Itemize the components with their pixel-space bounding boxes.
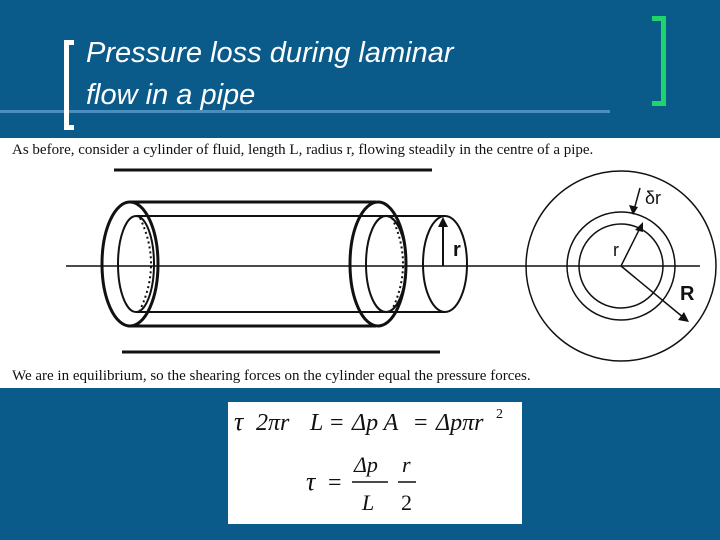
delta-r-arrowhead: [629, 205, 638, 215]
equation-box: τ 2πr L = Δp A = Δpπr 2 τ = Δp L r 2: [228, 402, 522, 524]
right-dotted-arc: [391, 217, 404, 311]
caption-bottom: We are in equilibrium, so the shearing f…: [12, 368, 531, 384]
pipe-cross-section: [525, 170, 717, 362]
left-dotted-arc: [139, 217, 152, 311]
pipe-radius-arrowhead: [678, 312, 689, 322]
title-line-1: Pressure loss during laminar: [86, 37, 454, 69]
eq1-rhs: Δpπr: [435, 410, 484, 436]
caption-top: As before, consider a cylinder of fluid,…: [12, 142, 594, 158]
cross-radius-arrowhead: [635, 222, 643, 232]
eq2-denominator-1: L: [361, 490, 374, 515]
radius-arrowhead: [438, 217, 448, 227]
equations-svg: τ 2πr L = Δp A = Δpπr 2 τ = Δp L r 2: [234, 407, 503, 515]
eq2-equals: =: [328, 470, 342, 496]
left-bracket-decoration: [64, 40, 74, 130]
eq1-equals-2: =: [414, 410, 428, 436]
left-outer-ellipse: [100, 200, 160, 328]
annulus-inner: [578, 223, 664, 309]
cross-radius-line: [620, 227, 641, 267]
eq1-lhs: 2πr: [256, 410, 290, 436]
eq2-denominator-2: 2: [401, 490, 412, 515]
right-inner-ellipse: [365, 215, 407, 313]
delta-r-arrow: [633, 187, 641, 211]
eq1-equals-1: =: [330, 410, 344, 436]
title-line-2: flow in a pipe: [86, 79, 256, 111]
right-bracket-decoration: [652, 16, 666, 106]
eq2-numerator-2: r: [402, 452, 411, 477]
eq1-tau: τ: [234, 407, 245, 436]
annulus-outer: [566, 211, 676, 321]
title-rule: [0, 110, 610, 113]
cross-radius-label: r: [613, 240, 619, 260]
pipe-radius-line: [620, 265, 685, 319]
eq1-L: L: [309, 410, 323, 436]
slide-title: Pressure loss during laminar flow in a p…: [86, 32, 626, 116]
delta-r-label: δr: [645, 188, 661, 208]
eq1-superscript: 2: [496, 407, 503, 422]
title-area: Pressure loss during laminar flow in a p…: [0, 0, 720, 140]
eq2-numerator-1: Δp: [353, 452, 378, 477]
figure-panel: [0, 138, 720, 388]
eq2-tau: τ: [306, 467, 317, 496]
pipe-radius-label: R: [680, 283, 695, 305]
inner-cylinder-end: [422, 215, 468, 313]
pipe-diagram: r δr r R: [66, 168, 717, 362]
radius-label: r: [453, 239, 461, 261]
eq1-dpA: Δp A: [351, 410, 399, 436]
left-inner-ellipse: [117, 215, 155, 313]
